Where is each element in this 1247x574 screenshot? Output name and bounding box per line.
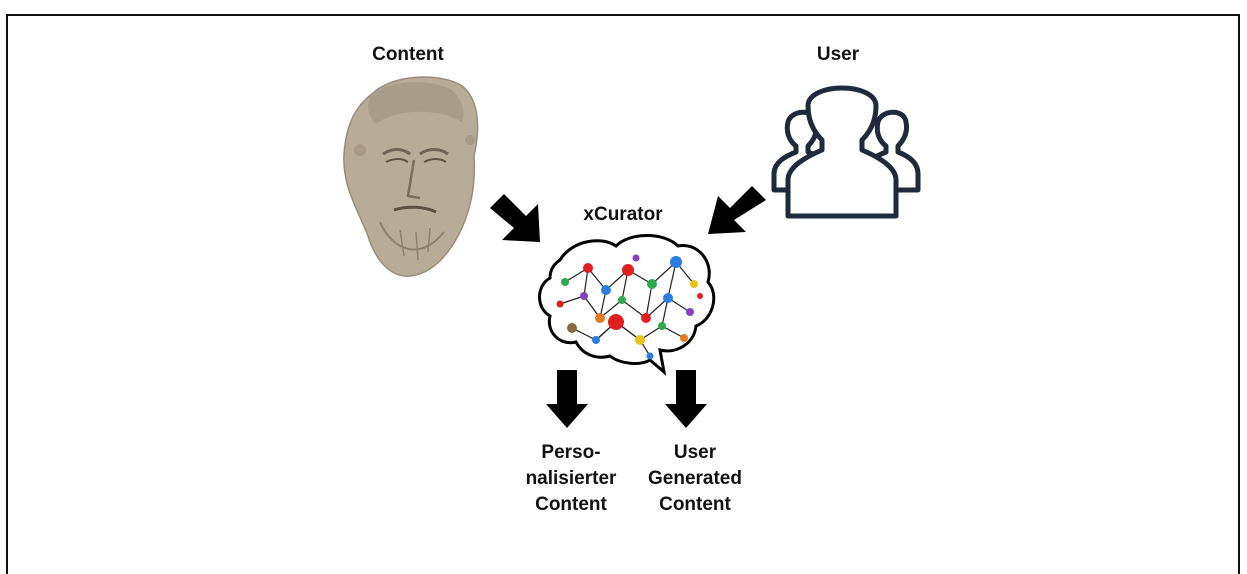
xcurator-label: xCurator [583,204,663,225]
user-group-icon [771,85,921,219]
output-ugc-line: Content [659,494,731,515]
arrow-icon [490,186,766,428]
output-ugc-label: User Generated Content [640,440,750,518]
output-personalized-line: Content [535,494,607,515]
diagram-canvas [343,76,921,428]
diagram-frame [6,14,1240,574]
output-ugc-line: User [673,442,717,463]
output-personalized-line: nalisierter [525,468,617,489]
content-label: Content [372,44,444,65]
output-personalized-label: Perso- nalisierter Content [516,440,626,518]
arrow-icon-user [708,186,766,234]
user-label: User [816,44,860,65]
output-ugc-line: Generated [648,468,742,489]
output-personalized-line: Perso- [541,442,601,463]
marble-head-image [343,76,479,277]
arrow-icon-out1 [546,370,588,428]
arrow-icon-content [490,194,540,242]
arrow-icon-out2 [665,370,707,428]
brain-network-icon [538,234,716,376]
